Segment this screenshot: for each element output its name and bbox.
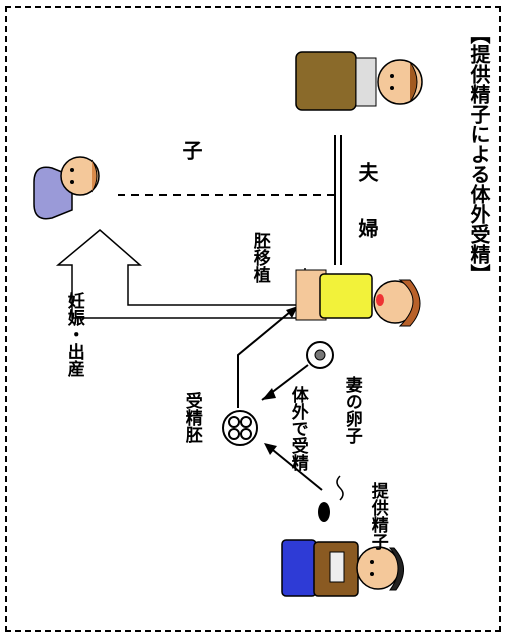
donor-figure (281, 539, 404, 597)
label-husband: 夫 (355, 162, 379, 182)
embryo-cell (222, 410, 258, 446)
sperm-arrow-line (267, 445, 323, 491)
label-donor-sperm: 提供精子 (367, 482, 388, 550)
transfer-arrow-line (237, 311, 291, 408)
label-wife-egg: 妻の卵子 (341, 376, 362, 444)
label-wife: 婦 (355, 218, 379, 238)
label-embryo-transfer: 胚移植 (249, 232, 270, 283)
label-ivf: 体外で受精 (287, 386, 308, 471)
egg-arrow-head (262, 388, 276, 400)
transfer-arrow-head (286, 306, 298, 318)
sperm-tail (336, 475, 344, 501)
dashed-frame (5, 6, 501, 632)
sperm-arrow-head (264, 443, 277, 455)
child-figure (33, 156, 100, 220)
label-embryo: 受精胚 (181, 392, 202, 443)
label-pregnancy: 妊娠・出産 (63, 292, 84, 377)
husband-figure (295, 51, 423, 111)
sperm-head (318, 502, 330, 522)
label-child: 子 (179, 140, 203, 160)
egg-nucleus (314, 349, 326, 361)
page-title: 【提供精子による体外受精】 (467, 24, 491, 284)
birth-arrow (55, 229, 306, 319)
wife-figure (295, 269, 421, 327)
